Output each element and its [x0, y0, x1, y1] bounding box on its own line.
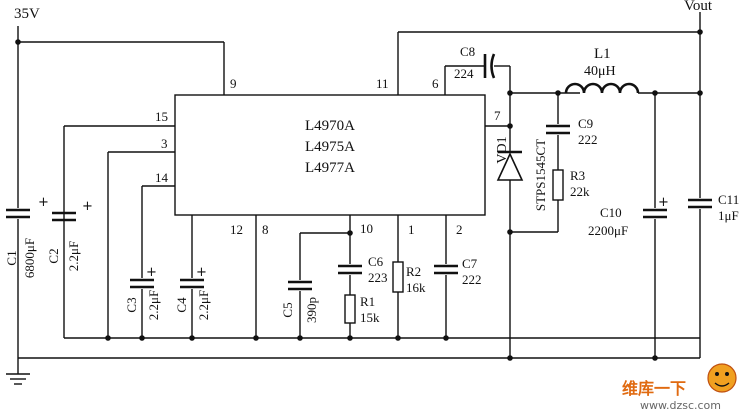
- c7-name: C7: [462, 256, 478, 271]
- ic-part-3: L4977A: [305, 160, 355, 176]
- vd1-name: VD1: [495, 136, 510, 163]
- c3-polarity: +: [146, 265, 157, 280]
- c8-value: 224: [454, 66, 474, 81]
- pin-7: 7: [494, 108, 501, 123]
- l1-value: 40μH: [584, 64, 616, 79]
- c1-polarity: +: [38, 195, 49, 210]
- watermark-site: www.dzsc.com: [640, 399, 721, 412]
- switch-node: [485, 90, 580, 152]
- c4-name: C4: [174, 297, 189, 313]
- c4-polarity: +: [196, 265, 207, 280]
- c1-name: C1: [4, 250, 19, 265]
- pin-10: 10: [360, 221, 373, 236]
- c2-polarity: +: [82, 199, 93, 214]
- c1-value: 6800μF: [22, 238, 37, 278]
- r2-value: 16k: [406, 280, 426, 295]
- capacitor-c2: + C2 2.2μF: [46, 125, 700, 339]
- pin-15: 15: [155, 109, 168, 124]
- r2-name: R2: [406, 264, 421, 279]
- c7-value: 222: [462, 272, 482, 287]
- c8-name: C8: [460, 44, 475, 59]
- l1-name: L1: [594, 46, 611, 62]
- watermark-text: 维库一下: [622, 379, 686, 398]
- r3-name: R3: [570, 168, 585, 183]
- supply-35v: 35V: [14, 6, 225, 208]
- c3-name: C3: [124, 297, 139, 312]
- c5-name: C5: [280, 302, 295, 317]
- c9-name: C9: [578, 116, 593, 131]
- capacitor-c10: +: [643, 93, 669, 361]
- vout-rail: [688, 12, 712, 358]
- ic-part-1: L4970A: [305, 118, 355, 134]
- inductor-l1: [555, 82, 700, 96]
- resistor-r2: [392, 215, 404, 341]
- c5-value: 390p: [304, 297, 319, 323]
- c10-name: C10: [600, 205, 622, 220]
- c6-value: 223: [368, 270, 388, 285]
- snubber-c9-r3: [510, 93, 570, 233]
- c10-polarity: +: [658, 195, 669, 210]
- r1-name: R1: [360, 294, 375, 309]
- c10-value: 2200μF: [588, 223, 628, 238]
- capacitor-c7: [434, 215, 458, 341]
- pin-8: 8: [262, 222, 269, 237]
- pin-11: 11: [376, 76, 389, 91]
- pin-12: 12: [230, 222, 243, 237]
- c6-name: C6: [368, 254, 384, 269]
- capacitor-c8: [444, 53, 511, 95]
- capacitor-c3: + C3 2.2μF: [124, 185, 175, 341]
- ground-rail: [6, 357, 700, 385]
- vout-label: Vout: [684, 0, 713, 14]
- c2-name: C2: [46, 248, 61, 263]
- c2-value: 2.2μF: [66, 241, 81, 271]
- pin-2: 2: [456, 222, 463, 237]
- supply-label: 35V: [14, 6, 40, 22]
- r1-value: 15k: [360, 310, 380, 325]
- c3-value: 2.2μF: [146, 290, 161, 320]
- pin-1: 1: [408, 222, 415, 237]
- c11-name: C11: [718, 192, 739, 207]
- c11-value: 1μF: [718, 208, 739, 223]
- oscillator-network: [288, 215, 362, 341]
- pin-14: 14: [155, 170, 169, 185]
- r3-value: 22k: [570, 184, 590, 199]
- pin-6: 6: [432, 76, 439, 91]
- watermark: 维库一下 www.dzsc.com: [622, 363, 737, 412]
- ic-body: [174, 94, 486, 216]
- diode-vd1: [496, 150, 524, 361]
- ic-part-2: L4975A: [305, 139, 355, 155]
- capacitor-c4: + C4 2.2μF: [174, 215, 211, 341]
- vd1-part: STPS1545CT: [533, 139, 548, 211]
- c9-value: 222: [578, 132, 598, 147]
- feedback-trace: [397, 29, 703, 95]
- capacitor-c1: + C1 6800μF: [4, 195, 49, 358]
- c4-value: 2.2μF: [196, 290, 211, 320]
- pin-9: 9: [230, 76, 237, 91]
- pin-3: 3: [161, 136, 168, 151]
